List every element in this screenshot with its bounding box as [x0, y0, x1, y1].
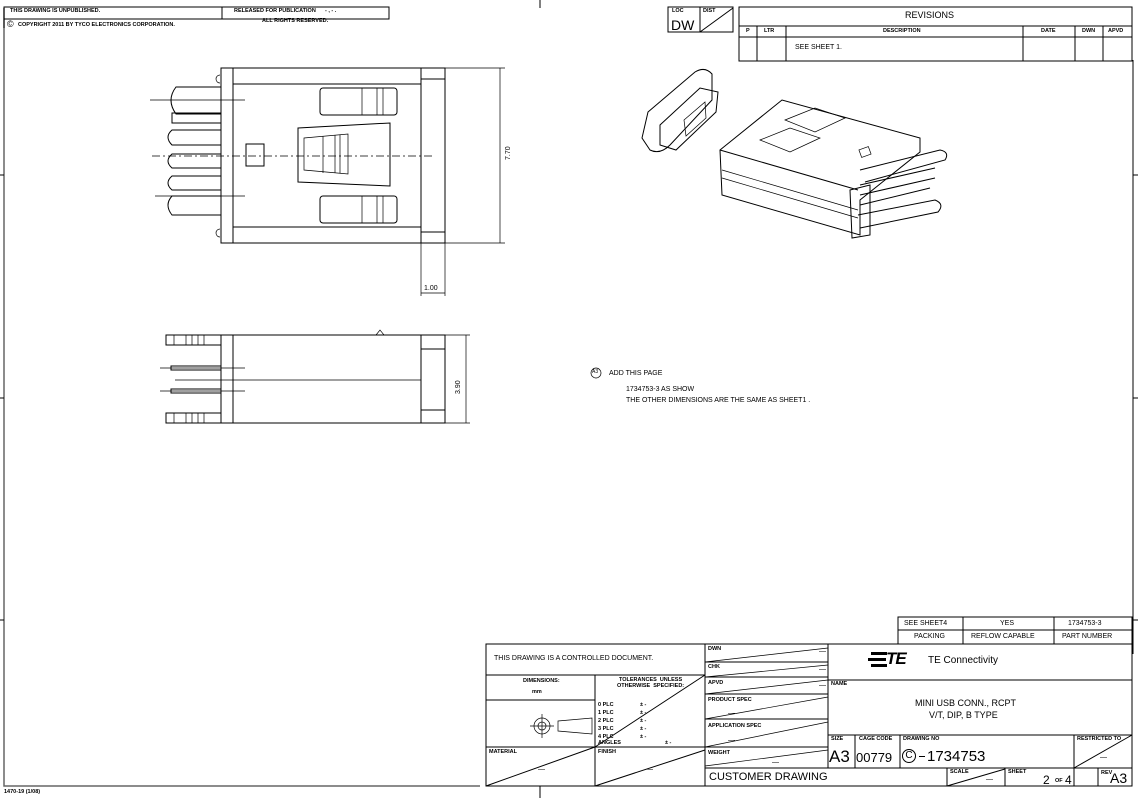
tolerances-label: TOLERANCES UNLESS OTHERWISE SPECIFIED: — [617, 677, 685, 689]
company-name: TE Connectivity — [928, 655, 999, 666]
drawing-no-prefix: C — [902, 749, 916, 763]
reflow-value: YES — [1000, 620, 1015, 627]
sheet-label: SHEET — [1008, 769, 1027, 775]
part-number-label: PART NUMBER — [1062, 633, 1113, 640]
material-value: — — [538, 766, 545, 773]
name-line-1: MINI USB CONN., RCPT — [915, 698, 1017, 708]
controlled-document-notice: THIS DRAWING IS A CONTROLLED DOCUMENT. — [494, 655, 654, 662]
apvd-value: — — [819, 682, 826, 689]
tolerance-3-label: 3 PLC — [598, 726, 614, 732]
dimensions-unit: mm — [532, 689, 542, 695]
customer-drawing-label: CUSTOMER DRAWING — [709, 771, 828, 783]
isometric-view-drawing — [641, 68, 948, 239]
packing-value: SEE SHEET4 — [904, 620, 948, 627]
rev-col-ltr: LTR — [764, 28, 775, 34]
weight-label: WEIGHT — [708, 750, 730, 756]
rev-col-apvd: APVD — [1108, 28, 1124, 34]
copyright-icon: © — [7, 19, 14, 29]
tolerance-2-value: ± - — [640, 718, 647, 724]
chk-value: — — [819, 666, 826, 673]
product-spec-label: PRODUCT SPEC — [708, 697, 752, 703]
revisions-title: REVISIONS — [905, 10, 955, 20]
cage-code-value: 00779 — [856, 750, 893, 765]
dist-label: DIST — [703, 8, 716, 14]
product-spec-value: — — [728, 710, 735, 717]
rights-text: ALL RIGHTS RESERVED. — [262, 18, 329, 24]
rev-col-description: DESCRIPTION — [883, 28, 921, 34]
tolerance-4-label: 4 PLC — [598, 734, 614, 740]
chk-label: CHK — [708, 664, 720, 670]
loc-value: DW — [671, 17, 695, 33]
size-label: SIZE — [831, 736, 844, 742]
rev-label: REV — [1101, 770, 1113, 776]
tolerance-0-label: 0 PLC — [598, 702, 614, 708]
revisions-lines — [667, 6, 1133, 62]
copyright-text: COPYRIGHT 2011 BY TYCO ELECTRONICS CORPO… — [18, 22, 175, 28]
name-line-2: V/T, DIP, B TYPE — [929, 710, 998, 720]
drawing-no-label: DRAWING NO — [903, 736, 940, 742]
note-line-2: 1734753-3 AS SHOW — [626, 386, 695, 393]
reflow-label: REFLOW CAPABLE — [971, 633, 1035, 640]
apvd-label: APVD — [708, 680, 724, 686]
revision-circle-icon — [590, 367, 602, 379]
rev-value: A3 — [1110, 770, 1128, 786]
note-rev-tag: A3 — [592, 369, 599, 375]
te-logo-icon: TE — [886, 649, 907, 668]
loc-label: LOC — [672, 8, 684, 14]
restricted-to-value: — — [1100, 754, 1107, 761]
weight-value: — — [772, 759, 779, 766]
tolerance-3-value: ± - — [640, 726, 647, 732]
unpublished-notice: THIS DRAWING IS UNPUBLISHED. — [10, 8, 101, 14]
rev-col-dwn: DWN — [1082, 28, 1096, 34]
form-number: 1470-19 (1/08) — [4, 789, 41, 795]
top-view-drawing — [150, 67, 505, 296]
side-view-drawing — [160, 329, 470, 424]
material-label: MATERIAL — [489, 749, 518, 755]
sheet-number: 2 — [1043, 773, 1050, 787]
restricted-to-label: RESTRICTED TO — [1077, 736, 1122, 742]
name-label: NAME — [831, 681, 848, 687]
application-spec-value: — — [728, 737, 735, 744]
revision-row-description: SEE SHEET 1. — [795, 44, 842, 51]
drawing-no-dash — [919, 756, 925, 757]
size-value: A3 — [829, 747, 850, 766]
finish-label: FINISH — [598, 749, 617, 755]
part-number-value: 1734753-3 — [1068, 620, 1102, 627]
tolerance-1-label: 1 PLC — [598, 710, 614, 716]
sheet-total: 4 — [1065, 773, 1072, 787]
dwn-label: DWN — [708, 646, 722, 652]
dwn-value: — — [819, 648, 826, 655]
dim-1-00: 1.00 — [424, 285, 438, 292]
dim-7-70: 7.70 — [505, 146, 512, 160]
released-label: RELEASED FOR PUBLICATION — [234, 8, 316, 14]
cage-code-label: CAGE CODE — [859, 736, 893, 742]
header-box-lines — [3, 6, 390, 28]
tolerance-1-value: ± - — [640, 710, 647, 716]
packing-label: PACKING — [914, 633, 945, 640]
tolerance-0-value: ± - — [640, 702, 647, 708]
finish-value: — — [646, 766, 653, 773]
note-line-1: ADD THIS PAGE — [609, 370, 663, 377]
sheet-of: OF — [1055, 778, 1063, 784]
scale-label: SCALE — [950, 769, 969, 775]
tolerance-angles-value: ± - — [665, 740, 672, 746]
released-date: - , - . — [325, 8, 337, 14]
drawing-no-value: 1734753 — [927, 748, 986, 765]
application-spec-label: APPLICATION SPEC — [708, 723, 762, 729]
tolerance-angles-label: ANGLES — [598, 740, 621, 746]
title-block-lines — [485, 643, 1133, 787]
scale-value: — — [986, 776, 993, 783]
dimensions-label: DIMENSIONS: — [523, 678, 560, 684]
tolerance-2-label: 2 PLC — [598, 718, 614, 724]
rev-col-p: P — [746, 28, 750, 34]
rev-col-date: DATE — [1041, 28, 1056, 34]
note-line-3: THE OTHER DIMENSIONS ARE THE SAME AS SHE… — [626, 397, 811, 404]
tolerance-4-value: ± - — [640, 734, 647, 740]
dim-3-90: 3.90 — [455, 380, 462, 394]
